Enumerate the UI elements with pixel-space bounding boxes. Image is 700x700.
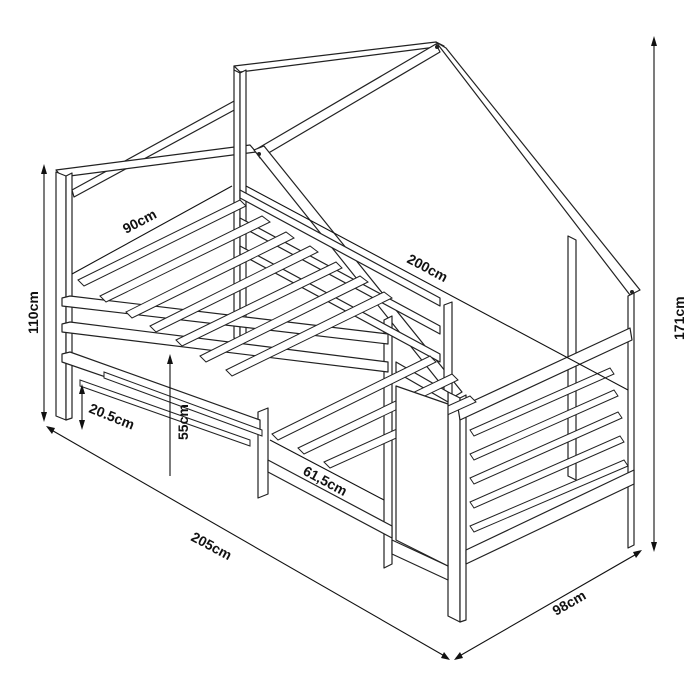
- dim-label-20-5: 20.5cm: [87, 400, 137, 433]
- dim-label-171: 171cm: [671, 296, 687, 340]
- dim-label-110: 110cm: [25, 291, 41, 334]
- dim-label-55: 55cm: [175, 404, 191, 440]
- dim-label-205: 205cm: [189, 529, 235, 564]
- dimension-lines: [41, 36, 657, 660]
- front-panel: [395, 385, 449, 567]
- dim-label-200: 200cm: [405, 251, 451, 286]
- roof-frame: [55, 41, 641, 399]
- dim-label-98: 98cm: [550, 587, 589, 619]
- dim-label-90: 90cm: [120, 206, 159, 237]
